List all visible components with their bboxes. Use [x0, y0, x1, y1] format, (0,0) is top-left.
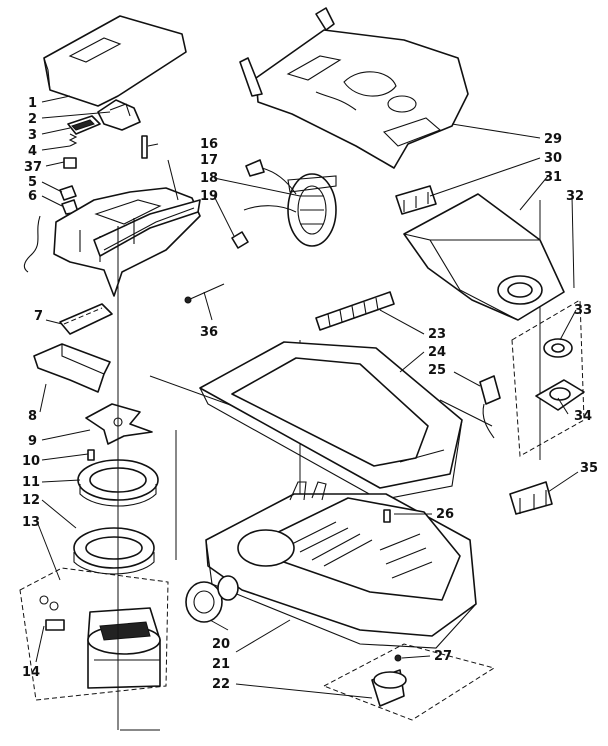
callout-18: 18	[200, 171, 218, 186]
callout-4: 4	[28, 144, 37, 159]
part-bag-compartment-frame	[199, 341, 463, 501]
part-wheel	[185, 575, 239, 623]
callout-8: 8	[28, 409, 37, 424]
callout-17: 17	[200, 153, 218, 168]
part-filter-pad	[59, 303, 113, 335]
part-power-cord	[243, 159, 297, 213]
part-fan	[85, 403, 153, 445]
callout-7: 7	[34, 309, 43, 324]
part-cord-clip	[231, 231, 249, 249]
part-screw-16	[141, 135, 148, 159]
callout-30: 30	[544, 151, 562, 166]
callout-24: 25	[428, 363, 446, 378]
part-small-block	[63, 157, 77, 169]
callout-19: 19	[200, 189, 218, 204]
callout-29: 29	[544, 132, 562, 147]
part-motor-housing	[53, 187, 201, 297]
part-motor	[87, 607, 161, 689]
callout-25: 26	[436, 507, 454, 522]
callout-6: 6	[28, 189, 37, 204]
part-screw-25	[383, 509, 391, 523]
callout-14: 14	[22, 665, 40, 680]
callout-32: 32	[566, 189, 584, 204]
callout-27: 22	[212, 677, 230, 692]
part-top-housing	[239, 7, 469, 169]
callout-37: 37	[24, 160, 42, 175]
callout-34: 34	[574, 409, 592, 424]
callout-33: 33	[574, 303, 592, 318]
callout-9: 9	[28, 434, 37, 449]
callout-2: 2	[28, 112, 37, 127]
part-cord-switch	[439, 375, 501, 439]
callout-16: 16	[200, 137, 218, 152]
callout-35: 35	[580, 461, 598, 476]
part-dust-bag	[403, 193, 565, 321]
callout-11: 11	[22, 475, 40, 490]
callout-23: 24	[428, 345, 446, 360]
callout-leaders	[35, 95, 579, 699]
part-clip	[59, 185, 79, 215]
part-exhaust-grille	[315, 291, 395, 331]
part-top-cover	[43, 15, 187, 107]
part-latch	[509, 481, 553, 515]
part-plate	[33, 343, 111, 393]
part-motor-ring	[73, 527, 155, 575]
callout-labels: 1 2 3 4 37 5 6 7 8 9 10 11 12 13 14 16 1…	[22, 96, 598, 692]
part-lower-body	[205, 481, 477, 649]
callout-1: 1	[28, 96, 37, 111]
callout-5: 5	[28, 175, 37, 190]
part-cord-reel	[287, 173, 337, 247]
part-wire	[23, 215, 41, 273]
part-bag-holder-clip	[395, 185, 437, 215]
part-bracket	[97, 99, 141, 131]
callout-36: 36	[200, 325, 218, 340]
callout-12: 12	[22, 493, 40, 508]
part-screw-10	[87, 449, 95, 461]
callout-3: 3	[28, 128, 37, 143]
part-motor-brush-kit	[39, 595, 65, 631]
callout-26: 27	[434, 649, 452, 664]
callout-13: 13	[22, 515, 40, 530]
callout-10: 10	[22, 454, 40, 469]
part-bag-seal-group	[511, 299, 585, 457]
part-caster-group	[322, 643, 496, 721]
callout-31: 31	[544, 170, 562, 185]
part-pin	[184, 283, 225, 304]
part-spring	[68, 133, 78, 147]
callout-20: 20	[212, 637, 230, 652]
part-switch	[67, 115, 101, 135]
callout-22: 23	[428, 327, 446, 342]
callout-21: 21	[212, 657, 230, 672]
